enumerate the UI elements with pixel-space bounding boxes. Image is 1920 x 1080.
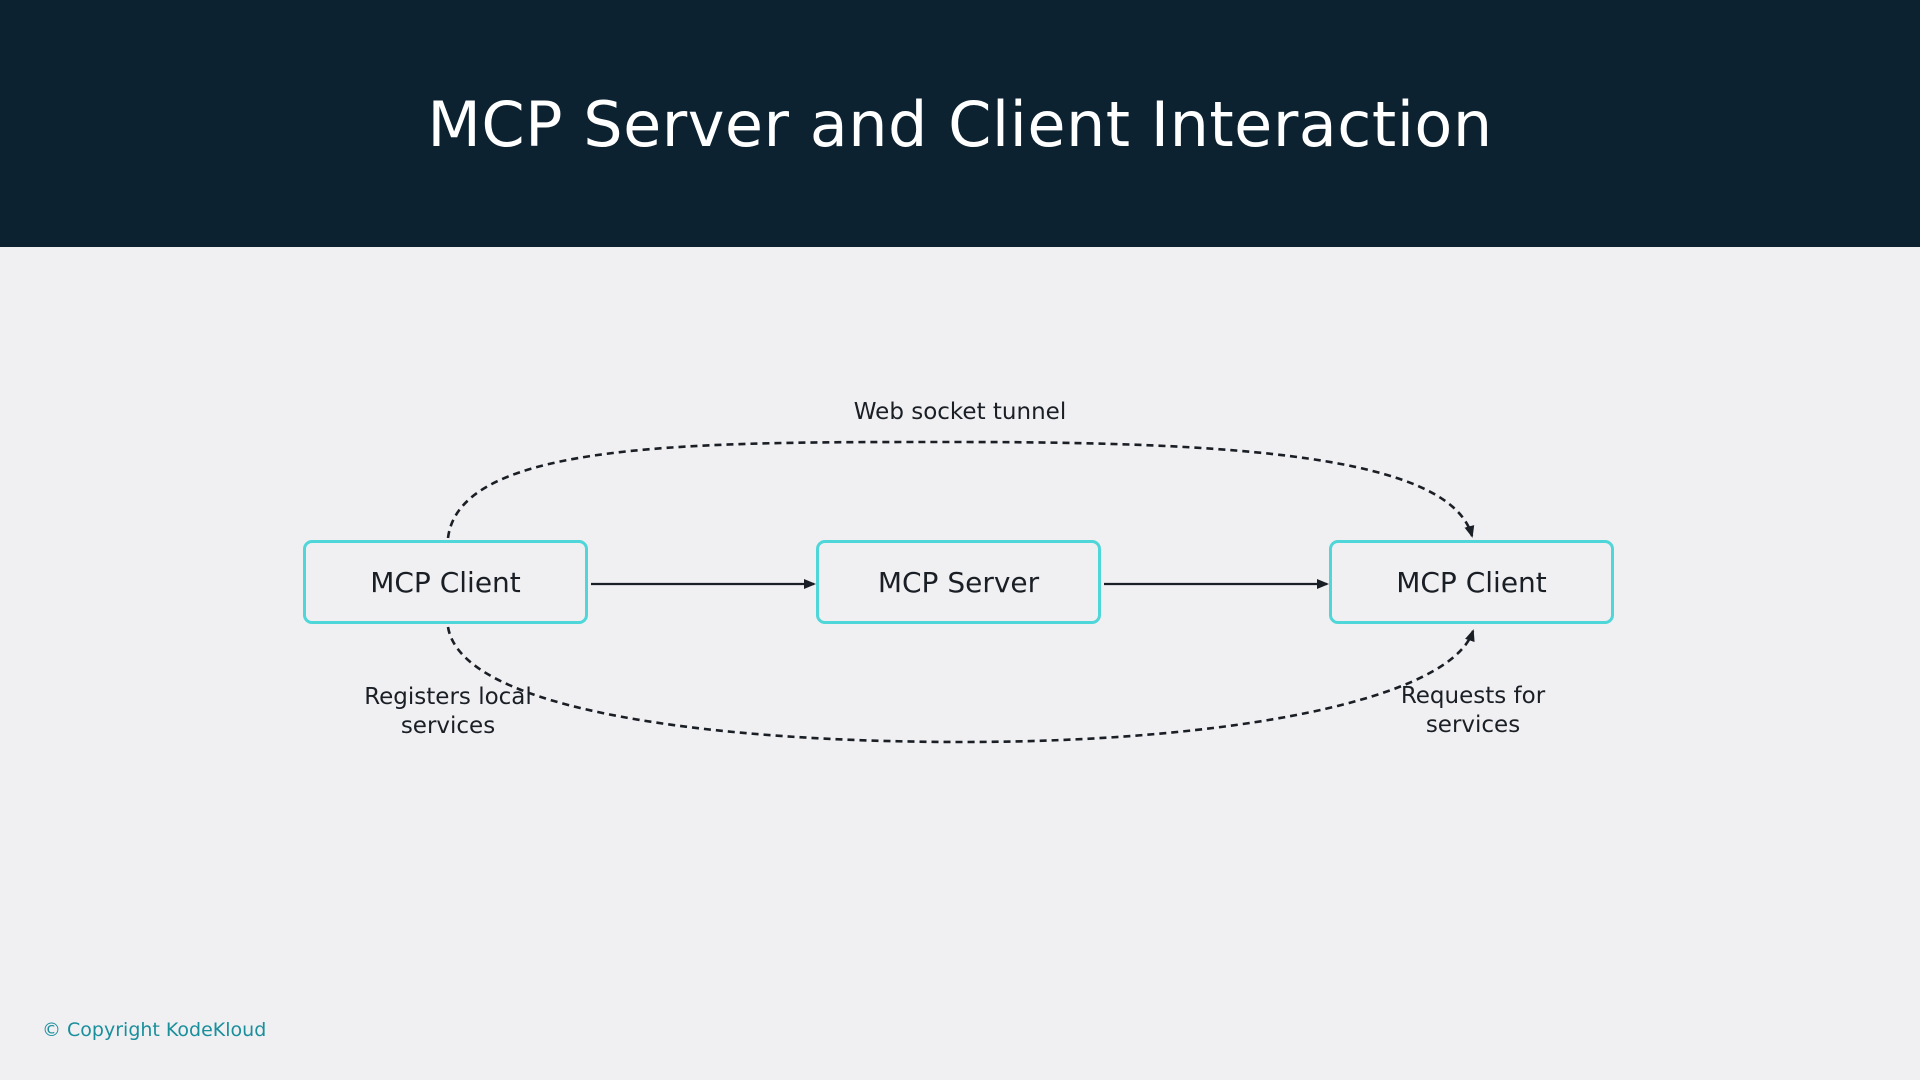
slide-title: MCP Server and Client Interaction: [427, 88, 1493, 161]
label-web-socket-tunnel: Web socket tunnel: [853, 399, 1067, 425]
label-registers-local-services: Registers local services: [364, 684, 532, 739]
label-requests-for-services: Requests for services: [1400, 683, 1546, 738]
copyright-footer: © Copyright KodeKloud: [42, 1019, 267, 1041]
node-label: MCP Client: [370, 565, 521, 599]
node-mcp-client-right: MCP Client: [1329, 540, 1614, 624]
dashed-curve-bottom: [446, 626, 1475, 744]
node-label: MCP Client: [1396, 565, 1547, 599]
node-label: MCP Server: [877, 565, 1040, 599]
dashed-tunnel-top: [446, 440, 1475, 539]
node-mcp-server: MCP Server: [816, 540, 1101, 624]
header-bar: MCP Server and Client Interaction: [0, 0, 1920, 247]
node-mcp-client-left: MCP Client: [303, 540, 588, 624]
